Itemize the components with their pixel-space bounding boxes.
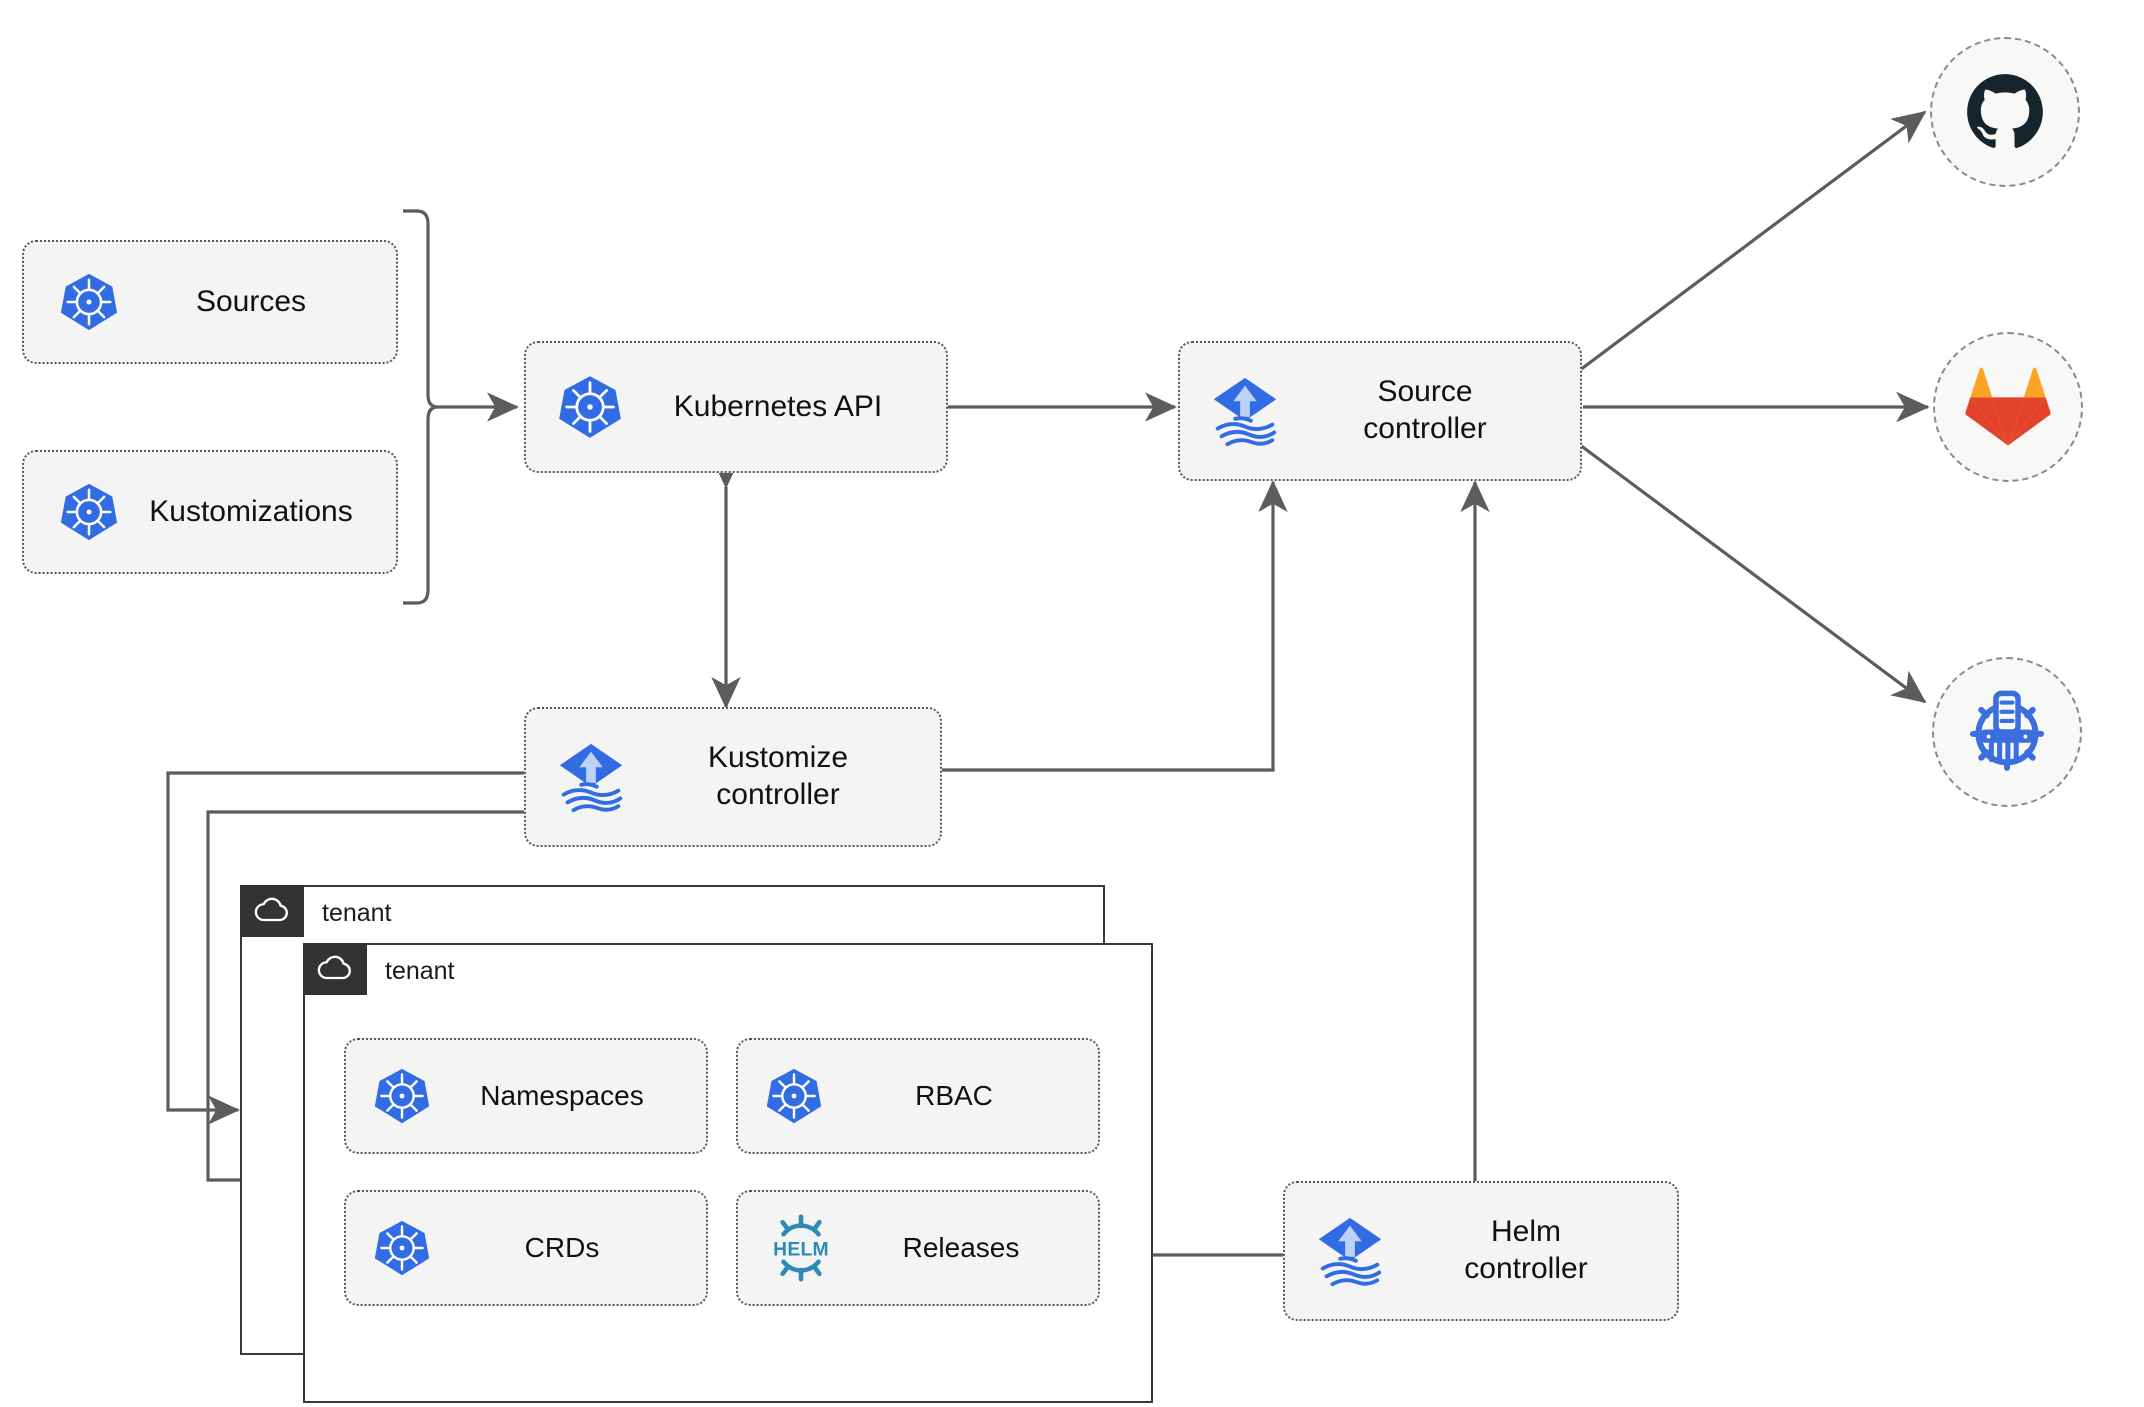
node-sources-label: Sources — [195, 284, 307, 318]
cloud-icon — [254, 897, 288, 921]
tenant-tab-outer — [239, 884, 304, 937]
node-source-controller[interactable]: Source controller — [1178, 341, 1582, 481]
kubernetes-icon — [58, 481, 120, 543]
kubernetes-icon — [58, 271, 120, 333]
node-rbac-label: RBAC — [915, 1079, 993, 1111]
node-releases-label: Releases — [902, 1231, 1020, 1263]
node-sources[interactable]: Sources — [22, 240, 398, 364]
kubernetes-icon — [556, 373, 624, 441]
flux-icon — [552, 738, 630, 816]
tenant-container-inner[interactable]: tenant — [302, 942, 1153, 1403]
cloud-icon — [317, 955, 351, 979]
node-kustomize-controller-label: Kustomize controller — [707, 741, 849, 811]
gitlab-icon — [1965, 367, 2051, 446]
provider-helm-repository[interactable] — [1932, 657, 2082, 807]
helm-repository-icon — [1969, 690, 2045, 771]
kubernetes-icon — [372, 1066, 432, 1126]
node-helm-controller-label: Helm controller — [1464, 1215, 1588, 1285]
flux-icon — [1311, 1212, 1389, 1290]
github-icon — [1967, 74, 2043, 148]
node-releases[interactable]: HELM Releases — [736, 1190, 1100, 1306]
kubernetes-icon — [764, 1066, 824, 1126]
node-source-controller-label: Source controller — [1363, 375, 1487, 445]
provider-gitlab[interactable] — [1933, 332, 2083, 482]
tenant-label-inner: tenant — [385, 956, 455, 985]
node-kustomizations-label: Kustomizations — [149, 494, 353, 528]
node-crds[interactable]: CRDs — [344, 1190, 708, 1306]
provider-github[interactable] — [1930, 37, 2080, 187]
node-kustomizations[interactable]: Kustomizations — [22, 450, 398, 574]
svg-text:HELM: HELM — [773, 1239, 829, 1260]
node-namespaces-label: Namespaces — [480, 1079, 644, 1111]
tenant-tab-inner — [302, 942, 367, 995]
node-kustomize-controller[interactable]: Kustomize controller — [524, 707, 942, 847]
flux-icon — [1206, 372, 1284, 450]
tenant-label-outer: tenant — [322, 898, 392, 927]
kubernetes-icon — [372, 1218, 432, 1278]
node-helm-controller[interactable]: Helm controller — [1283, 1181, 1679, 1321]
node-namespaces[interactable]: Namespaces — [344, 1038, 708, 1154]
node-crds-label: CRDs — [524, 1231, 600, 1263]
node-kubernetes-api[interactable]: Kubernetes API — [524, 341, 948, 473]
node-kubernetes-api-label: Kubernetes API — [673, 389, 883, 423]
helm-icon: HELM — [764, 1214, 838, 1282]
node-rbac[interactable]: RBAC — [736, 1038, 1100, 1154]
